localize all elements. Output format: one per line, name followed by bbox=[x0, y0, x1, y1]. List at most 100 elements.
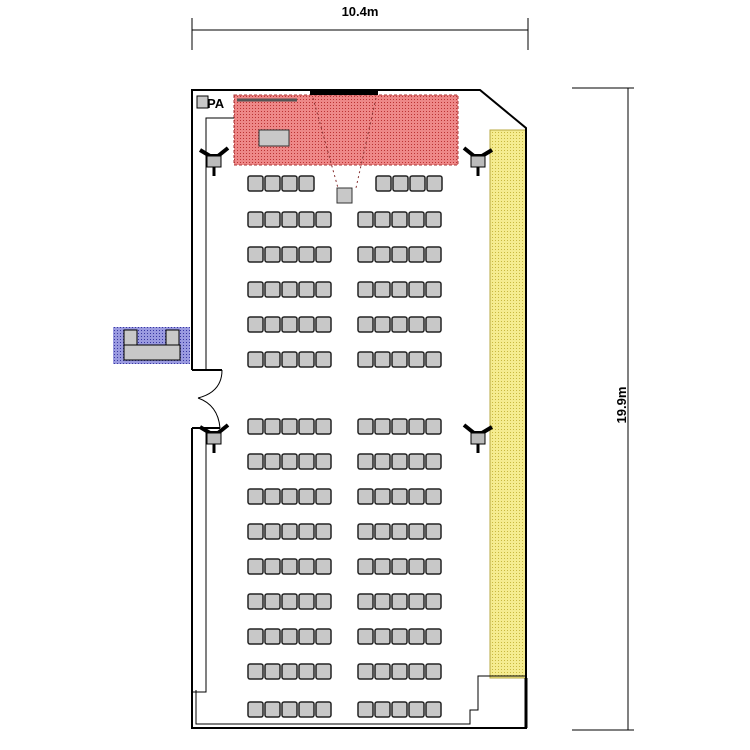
chair bbox=[425, 316, 442, 333]
aisle-area bbox=[489, 129, 527, 679]
chair bbox=[315, 246, 332, 263]
chair bbox=[408, 211, 425, 228]
chair bbox=[374, 558, 391, 575]
chair bbox=[391, 453, 408, 470]
chair bbox=[247, 211, 264, 228]
interpreter-booth bbox=[113, 327, 190, 364]
chair bbox=[298, 701, 315, 718]
chair bbox=[298, 211, 315, 228]
chair bbox=[374, 246, 391, 263]
chair bbox=[264, 593, 281, 610]
chair bbox=[315, 281, 332, 298]
chair bbox=[391, 558, 408, 575]
speaker-icon bbox=[198, 423, 230, 453]
chair bbox=[264, 211, 281, 228]
chair bbox=[374, 593, 391, 610]
width-dimension: 10.4m bbox=[191, 4, 529, 50]
chair bbox=[425, 418, 442, 435]
chair bbox=[357, 663, 374, 680]
chair bbox=[247, 701, 264, 718]
chair bbox=[247, 418, 264, 435]
projector bbox=[336, 187, 353, 204]
chair bbox=[315, 701, 332, 718]
seat-row bbox=[247, 418, 442, 435]
chair bbox=[357, 453, 374, 470]
seat-row bbox=[247, 593, 442, 610]
chair bbox=[315, 488, 332, 505]
chair bbox=[408, 663, 425, 680]
chair bbox=[357, 523, 374, 540]
chair bbox=[264, 523, 281, 540]
seat-row bbox=[247, 453, 442, 470]
chair bbox=[281, 351, 298, 368]
chair bbox=[374, 211, 391, 228]
chair bbox=[357, 281, 374, 298]
seat-row bbox=[247, 175, 443, 192]
chair bbox=[247, 281, 264, 298]
chair bbox=[315, 418, 332, 435]
chair bbox=[374, 701, 391, 718]
chair bbox=[408, 488, 425, 505]
chair bbox=[408, 523, 425, 540]
chair bbox=[357, 488, 374, 505]
chair bbox=[315, 211, 332, 228]
chair bbox=[408, 246, 425, 263]
chair bbox=[425, 488, 442, 505]
chair bbox=[315, 663, 332, 680]
projection-line bbox=[312, 97, 339, 189]
chair bbox=[298, 175, 315, 192]
seat-row bbox=[247, 628, 442, 645]
chair bbox=[425, 523, 442, 540]
chair bbox=[357, 351, 374, 368]
chair bbox=[281, 453, 298, 470]
pa-booth: PA bbox=[196, 95, 225, 111]
chair bbox=[264, 628, 281, 645]
screen bbox=[310, 90, 378, 95]
chair bbox=[374, 628, 391, 645]
chair bbox=[281, 316, 298, 333]
width-label: 10.4m bbox=[342, 4, 379, 19]
chair bbox=[298, 316, 315, 333]
chair bbox=[247, 663, 264, 680]
chair bbox=[374, 418, 391, 435]
seat-row bbox=[247, 523, 442, 540]
chair bbox=[425, 701, 442, 718]
chair bbox=[298, 453, 315, 470]
walls bbox=[191, 89, 527, 729]
chair bbox=[281, 663, 298, 680]
chair bbox=[247, 628, 264, 645]
chair bbox=[391, 418, 408, 435]
chair bbox=[298, 281, 315, 298]
chair bbox=[391, 316, 408, 333]
chair bbox=[281, 488, 298, 505]
chair bbox=[425, 351, 442, 368]
door[interactable] bbox=[197, 369, 223, 429]
chair bbox=[426, 175, 443, 192]
seat-row bbox=[247, 281, 442, 298]
chair bbox=[408, 316, 425, 333]
chair bbox=[425, 558, 442, 575]
chair bbox=[281, 593, 298, 610]
chair bbox=[264, 488, 281, 505]
chair bbox=[391, 628, 408, 645]
chair bbox=[408, 558, 425, 575]
chair bbox=[264, 701, 281, 718]
chair bbox=[281, 281, 298, 298]
chair bbox=[298, 351, 315, 368]
chair bbox=[247, 316, 264, 333]
seat-row bbox=[247, 211, 442, 228]
chair bbox=[391, 701, 408, 718]
chair bbox=[408, 418, 425, 435]
chair bbox=[425, 663, 442, 680]
chair bbox=[408, 701, 425, 718]
chair bbox=[392, 175, 409, 192]
chair bbox=[315, 593, 332, 610]
chair bbox=[315, 453, 332, 470]
chair bbox=[315, 316, 332, 333]
chair bbox=[357, 628, 374, 645]
chair bbox=[357, 593, 374, 610]
chair bbox=[391, 593, 408, 610]
chair bbox=[374, 453, 391, 470]
chair bbox=[247, 175, 264, 192]
